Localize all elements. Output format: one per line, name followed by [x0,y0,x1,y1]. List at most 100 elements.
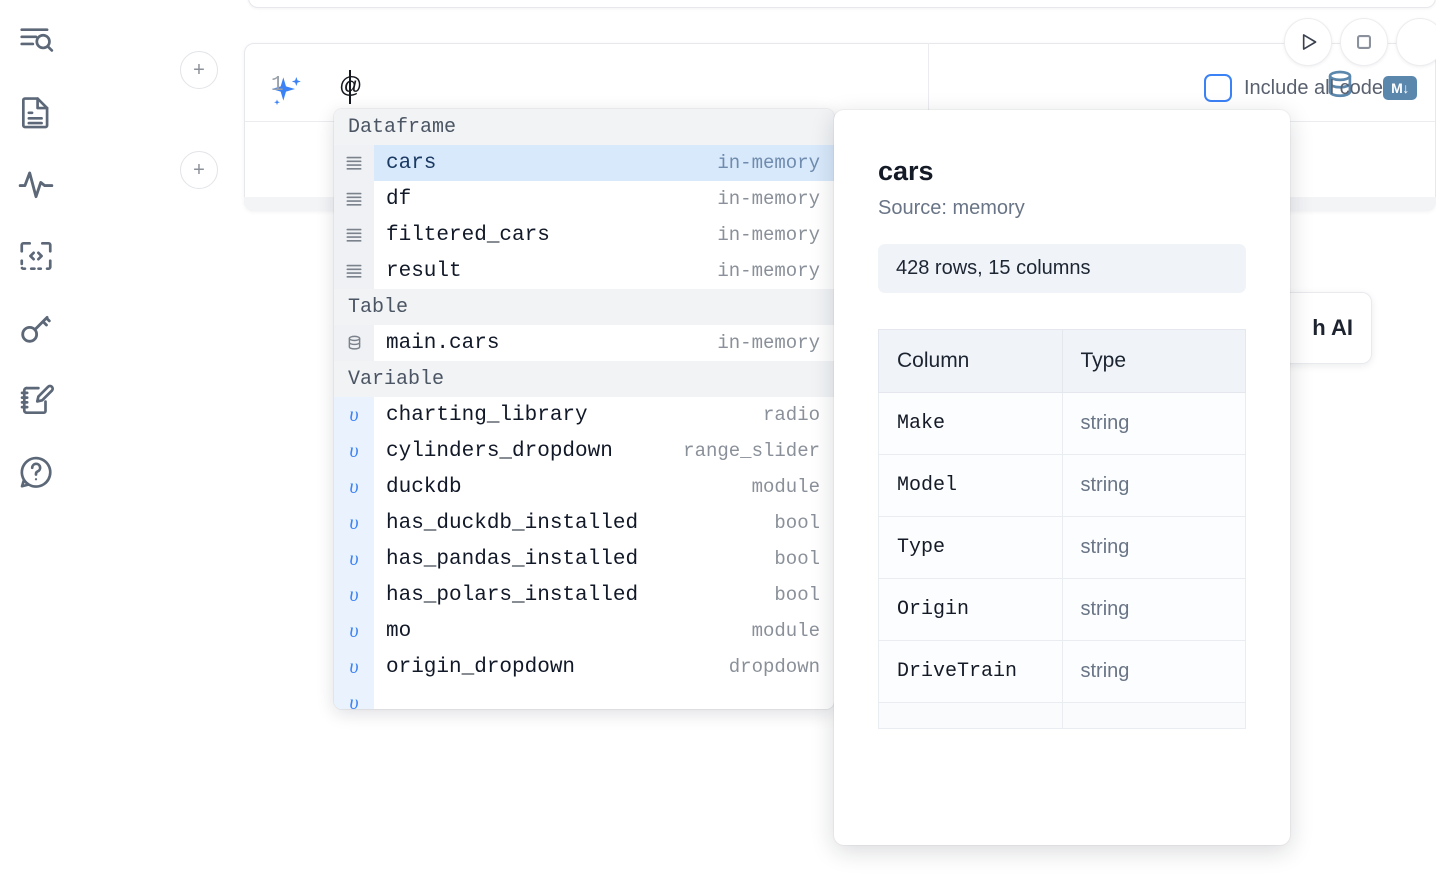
ai-prompt-row [245,44,1435,122]
autocomplete-item[interactable]: υ has_pandas_installed bool [334,541,834,577]
variable-icon: υ [334,469,374,505]
sidebar-item-scratchpad[interactable] [12,376,60,424]
sidebar-item-notebook[interactable] [12,88,60,136]
schema-column-type: string [1061,516,1246,579]
schema-column-name: DriveTrain [878,640,1063,703]
schema-table-header: Column Type [878,329,1246,393]
autocomplete-group-header: Dataframe [334,109,834,145]
add-cell-button-top[interactable]: + [180,51,218,89]
variable-icon: υ [334,685,374,709]
dataframe-icon [334,145,374,181]
sidebar-item-snippets[interactable] [12,232,60,280]
sidebar-item-runtime[interactable] [12,160,60,208]
autocomplete-item[interactable]: cars in-memory [334,145,834,181]
dataframe-detail-panel: cars Source: memory 428 rows, 15 columns… [834,110,1290,845]
schema-column-type: string [1061,392,1246,455]
autocomplete-item-meta: bool [774,548,820,570]
dataframe-icon [334,181,374,217]
variable-icon: υ [334,505,374,541]
schema-type-header: Type [1061,329,1246,393]
database-icon[interactable] [1323,68,1357,107]
variable-icon: υ [334,541,374,577]
ai-prompt-input[interactable] [337,68,1135,102]
text-cursor [349,70,351,104]
schema-column-type: string [1061,454,1246,517]
include-all-code-label: Include all code [1244,76,1383,99]
table-icon [334,325,374,361]
autocomplete-item[interactable]: df in-memory [334,181,834,217]
variable-icon: υ [334,433,374,469]
autocomplete-item[interactable]: result in-memory [334,253,834,289]
explorer-search-icon [17,21,55,59]
code-snippet-icon [17,237,55,275]
stop-button[interactable] [1340,18,1388,66]
autocomplete-item-label: has_pandas_installed [386,547,639,571]
autocomplete-item[interactable]: υ has_polars_installed bool [334,577,834,613]
add-cell-button-bottom[interactable]: + [180,151,218,189]
sidebar-item-secrets[interactable] [12,304,60,352]
autocomplete-item-label: has_duckdb_installed [386,511,639,535]
autocomplete-item-meta: in-memory [717,260,820,282]
autocomplete-item-label: has_polars_installed [386,583,639,607]
run-button[interactable] [1284,18,1332,66]
variable-icon: υ [334,397,374,433]
autocomplete-item[interactable]: υ has_duckdb_installed bool [334,505,834,541]
autocomplete-item-label: mo [386,619,412,643]
autocomplete-item-label: df [386,187,412,211]
variable-icon: υ [334,649,374,685]
autocomplete-item-meta: in-memory [717,152,820,174]
markdown-icon[interactable]: M↓ [1383,75,1417,100]
schema-column-name: Origin [878,578,1063,641]
detail-title: cars [878,156,934,186]
previous-cell-card [248,0,1436,8]
schema-column-type: string [1061,578,1246,641]
checkbox-box[interactable] [1204,74,1232,102]
scratchpad-edit-icon [17,381,55,419]
autocomplete-item-meta: bool [774,584,820,606]
schema-column-name: Model [878,454,1063,517]
autocomplete-item-meta: in-memory [717,188,820,210]
cell-toolbar: M↓ [1323,68,1417,107]
more-actions-button[interactable] [1396,18,1436,66]
autocomplete-item-label: duckdb [386,475,462,499]
autocomplete-item-meta: bool [774,512,820,534]
autocomplete-item-label: result [386,259,462,283]
document-icon [17,93,55,131]
help-chat-icon [17,453,55,491]
autocomplete-item-meta: module [751,476,820,498]
autocomplete-item-clipped[interactable]: υ [334,685,834,709]
key-icon [17,309,55,347]
include-all-code-checkbox[interactable]: Include all code [1204,74,1383,102]
activity-pulse-icon [17,165,55,203]
variable-icon: υ [334,613,374,649]
autocomplete-dropdown[interactable]: Dataframe cars in-memory df in-memory filtere… [334,109,834,709]
ai-sparkle-icon [266,72,306,117]
autocomplete-item[interactable]: υ charting_library radio [334,397,834,433]
schema-table-row-clipped [878,702,1246,729]
sidebar-item-explorer[interactable] [12,16,60,64]
detail-source: Source: memory [878,197,1025,219]
variable-icon: υ [334,577,374,613]
cell-line-number: 1 [271,74,284,97]
autocomplete-group-header: Variable [334,361,834,397]
autocomplete-item-label: charting_library [386,403,588,427]
autocomplete-item-label: cars [386,151,437,175]
schema-column-header: Column [878,329,1063,393]
autocomplete-group-header: Table [334,289,834,325]
autocomplete-item-label: origin_dropdown [386,655,576,679]
autocomplete-item-meta: in-memory [717,332,820,354]
autocomplete-item-meta: radio [762,404,820,426]
schema-column-name: Type [878,516,1063,579]
sidebar-item-help[interactable] [12,448,60,496]
